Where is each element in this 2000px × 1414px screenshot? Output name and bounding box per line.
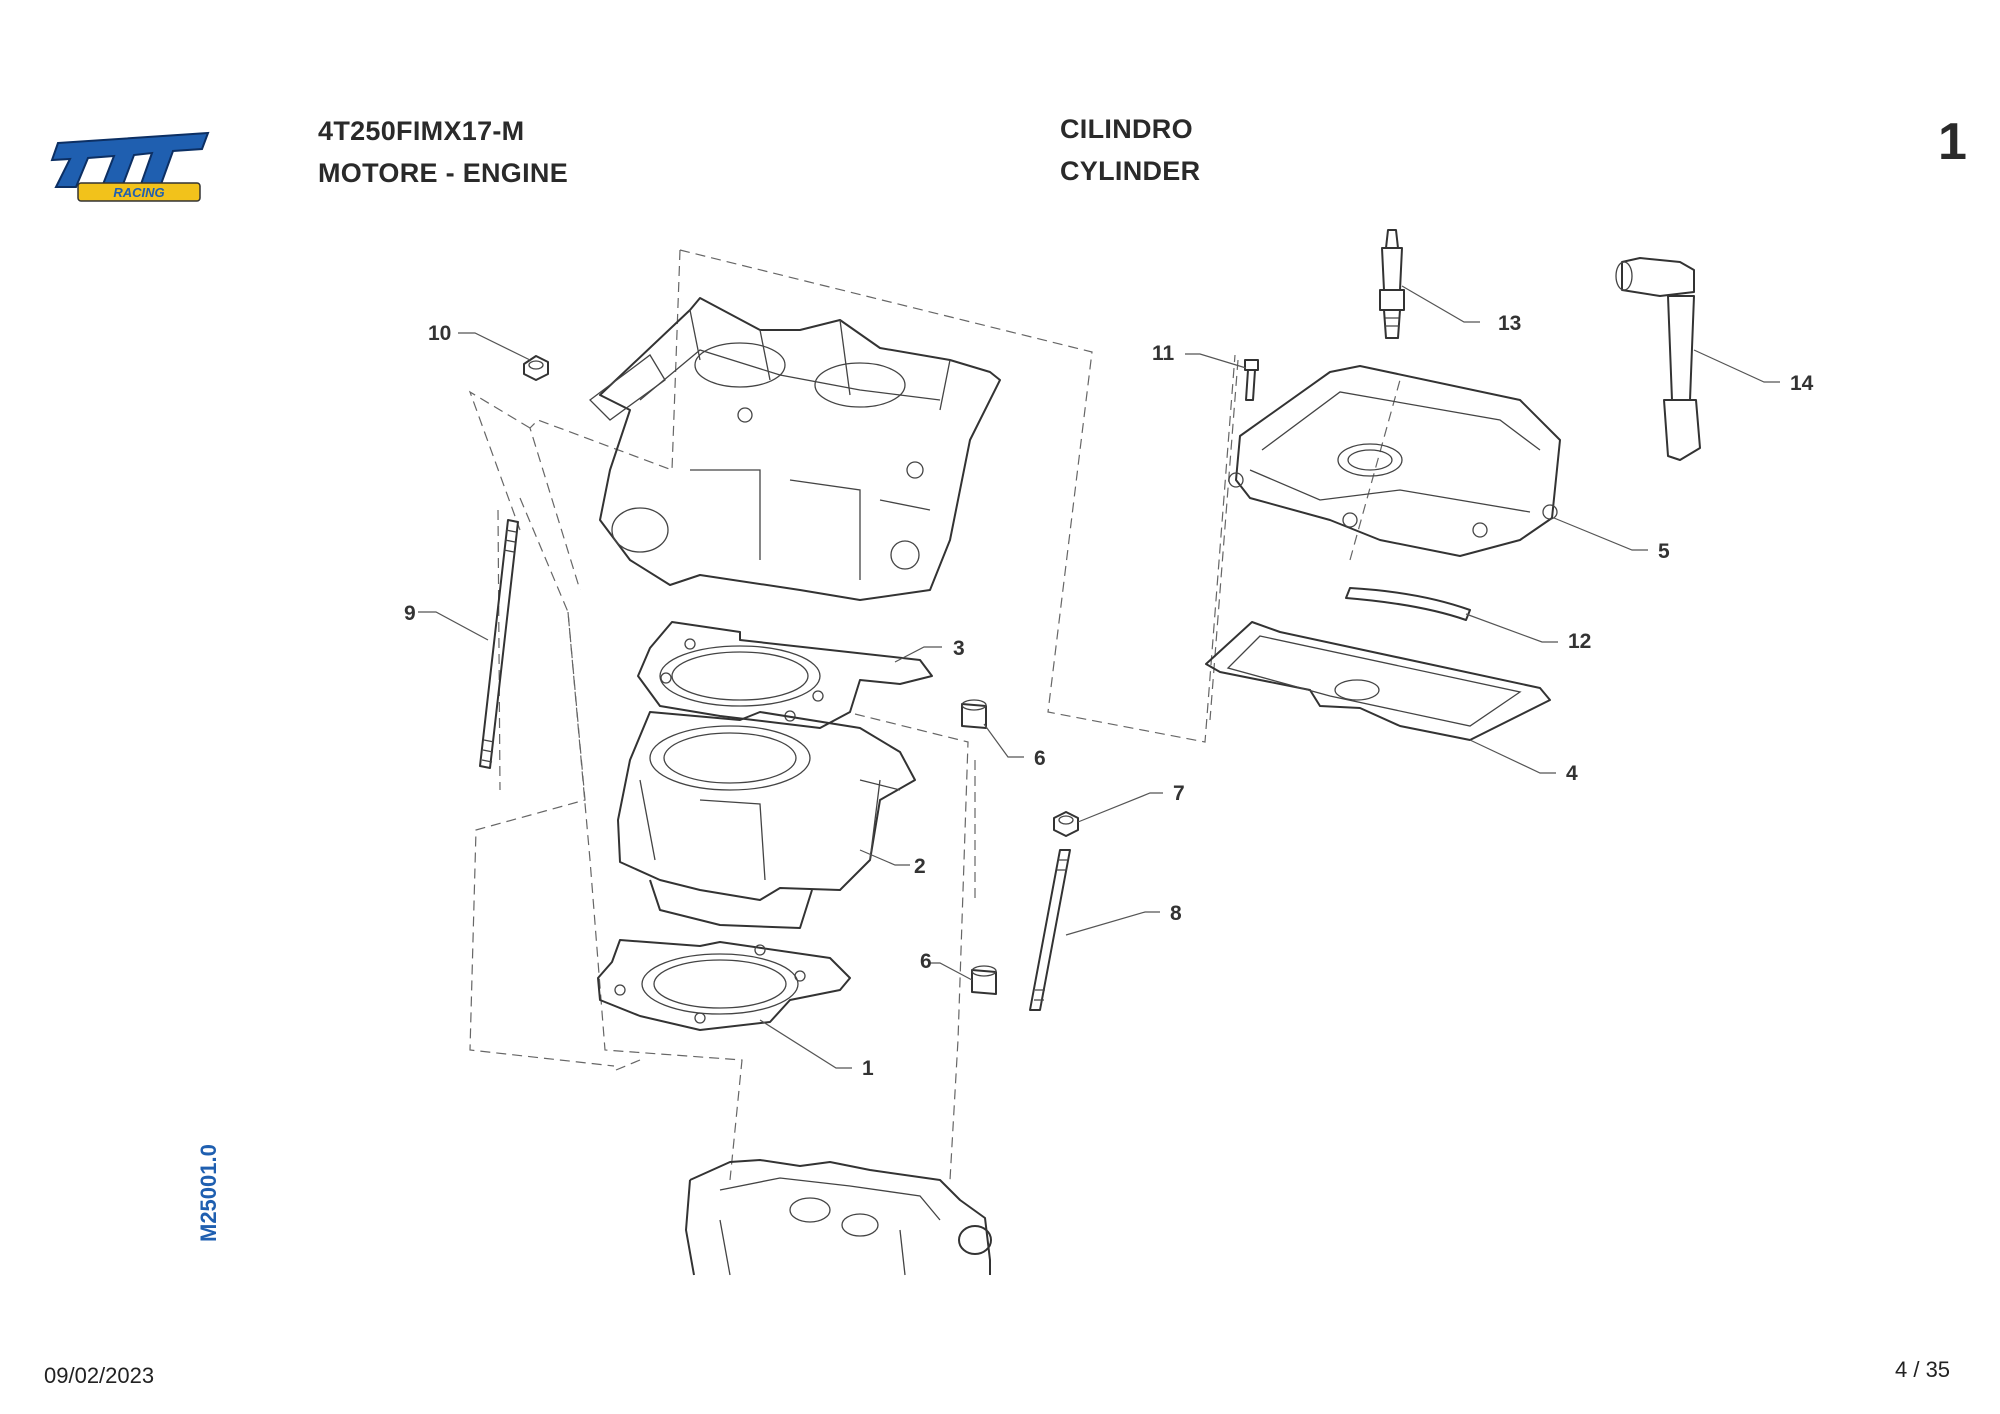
callout-3: 3 — [953, 637, 965, 660]
callout-6-upper: 6 — [1034, 747, 1046, 770]
callout-4: 4 — [1566, 762, 1578, 785]
callout-7: 7 — [1173, 782, 1185, 805]
callout-6-lower: 6 — [920, 950, 932, 973]
part-6-dowel-lower — [971, 965, 997, 995]
title-english: CYLINDER — [1060, 156, 1201, 186]
part-crankcase-partial — [685, 1159, 992, 1276]
part-1-base-gasket — [597, 939, 851, 1031]
callout-12: 12 — [1568, 630, 1591, 653]
callout-11: 11 — [1152, 342, 1175, 365]
group-number: 1 — [1938, 113, 1967, 171]
part-3-head-gasket — [637, 621, 933, 729]
part-9-stud — [479, 519, 519, 769]
leader-lines — [418, 285, 1780, 1069]
svg-text:RACING: RACING — [113, 185, 164, 200]
part-12-seal — [1345, 587, 1471, 621]
part-14-ignition-coil — [1615, 257, 1701, 461]
section-title: MOTORE - ENGINE — [318, 158, 569, 188]
callout-8: 8 — [1170, 902, 1182, 925]
callout-13: 13 — [1498, 312, 1521, 335]
part-8-stud — [1029, 849, 1071, 1011]
callout-1: 1 — [862, 1057, 874, 1080]
callout-9: 9 — [404, 602, 416, 625]
footer-page: 4 / 35 — [1895, 1357, 1951, 1382]
part-13-spark-plug — [1379, 229, 1405, 339]
part-6-dowel-upper — [961, 699, 987, 729]
callout-2: 2 — [914, 855, 926, 878]
assembly-guides — [468, 249, 1401, 1181]
title-italian: CILINDRO — [1060, 114, 1193, 144]
part-cylinder-head — [589, 297, 1001, 601]
part-7-nut — [1053, 811, 1079, 837]
part-5-valve-cover — [1228, 365, 1561, 557]
part-10-nut — [523, 355, 549, 381]
callout-10: 10 — [428, 322, 451, 345]
part-2-cylinder — [617, 711, 916, 929]
callout-5: 5 — [1658, 540, 1670, 563]
footer-date: 09/02/2023 — [44, 1363, 155, 1388]
part-11-bolt — [1244, 359, 1259, 401]
callout-labels: 10 9 3 6 2 6 1 7 8 11 13 14 5 12 4 — [404, 312, 1814, 1080]
callout-14: 14 — [1790, 372, 1814, 395]
model-code: 4T250FIMX17-M — [318, 116, 525, 146]
part-4-cover-gasket — [1205, 621, 1551, 741]
tm-racing-logo: RACING — [50, 131, 210, 202]
